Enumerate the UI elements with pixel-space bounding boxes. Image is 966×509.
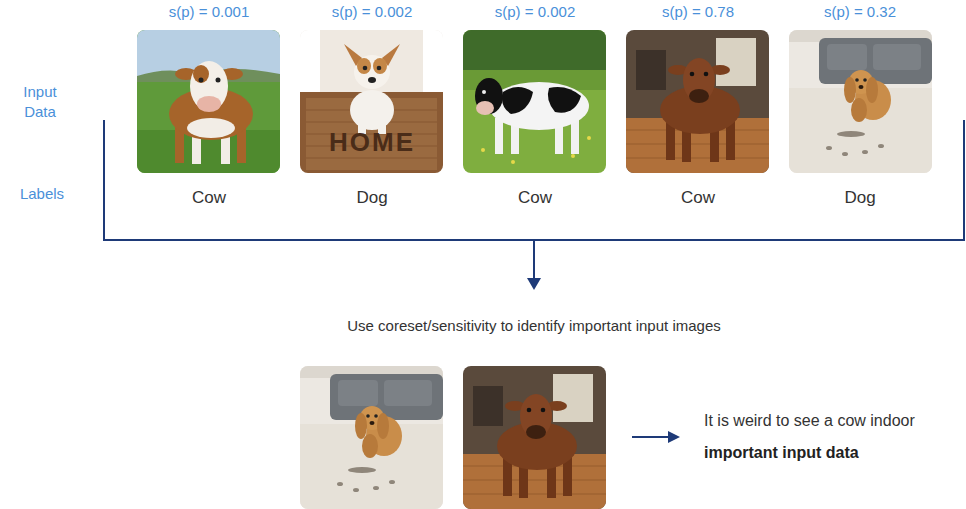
cow-photo <box>137 30 280 173</box>
mat-text: HOME <box>329 126 415 160</box>
note-text: important input data <box>704 443 859 464</box>
arrow-line <box>533 240 535 280</box>
step-text: Use coreset/sensitivity to identify impo… <box>347 316 721 336</box>
dog-photo <box>300 30 443 173</box>
cow-photo <box>463 366 606 509</box>
class-label: Dog <box>844 187 875 209</box>
row-label: Labels <box>20 184 64 204</box>
class-label: Dog <box>356 187 387 209</box>
dog-photo <box>789 30 932 173</box>
class-label: Cow <box>681 187 715 209</box>
bracket <box>104 120 964 240</box>
class-label: Cow <box>192 187 226 209</box>
arrow-line <box>632 436 670 438</box>
score-label: s(p) = 0.78 <box>662 2 734 22</box>
note-text: It is weird to see a cow indoor <box>704 411 915 432</box>
class-label: Cow <box>518 187 552 209</box>
score-label: s(p) = 0.32 <box>824 2 896 22</box>
score-label: s(p) = 0.002 <box>495 2 575 22</box>
cow-photo <box>463 30 606 173</box>
dog-photo <box>300 366 443 509</box>
row-label: Input Data <box>8 82 72 121</box>
cow-photo <box>626 30 769 173</box>
score-label: s(p) = 0.002 <box>332 2 412 22</box>
score-label: s(p) = 0.001 <box>169 2 249 22</box>
arrow-head <box>527 278 541 290</box>
arrow-head <box>668 431 680 443</box>
